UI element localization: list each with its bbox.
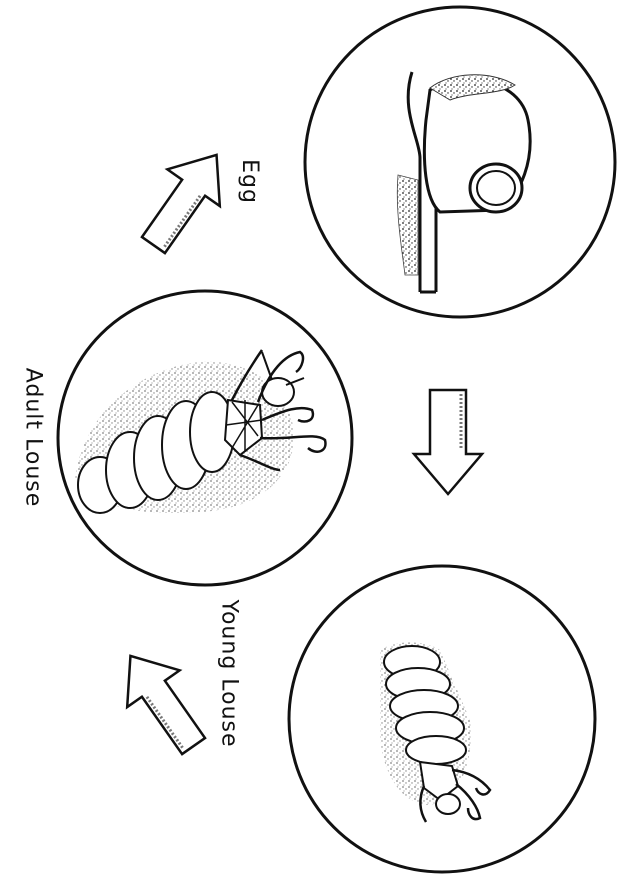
young-louse-label: Young Louse bbox=[217, 599, 242, 747]
adult-louse-label: Adult Louse bbox=[20, 368, 45, 508]
egg-label: Egg bbox=[237, 159, 262, 204]
arrow-egg-to-young bbox=[414, 390, 482, 494]
arrow-young-to-adult bbox=[104, 638, 220, 765]
arrow-adult-to-egg bbox=[127, 137, 243, 264]
